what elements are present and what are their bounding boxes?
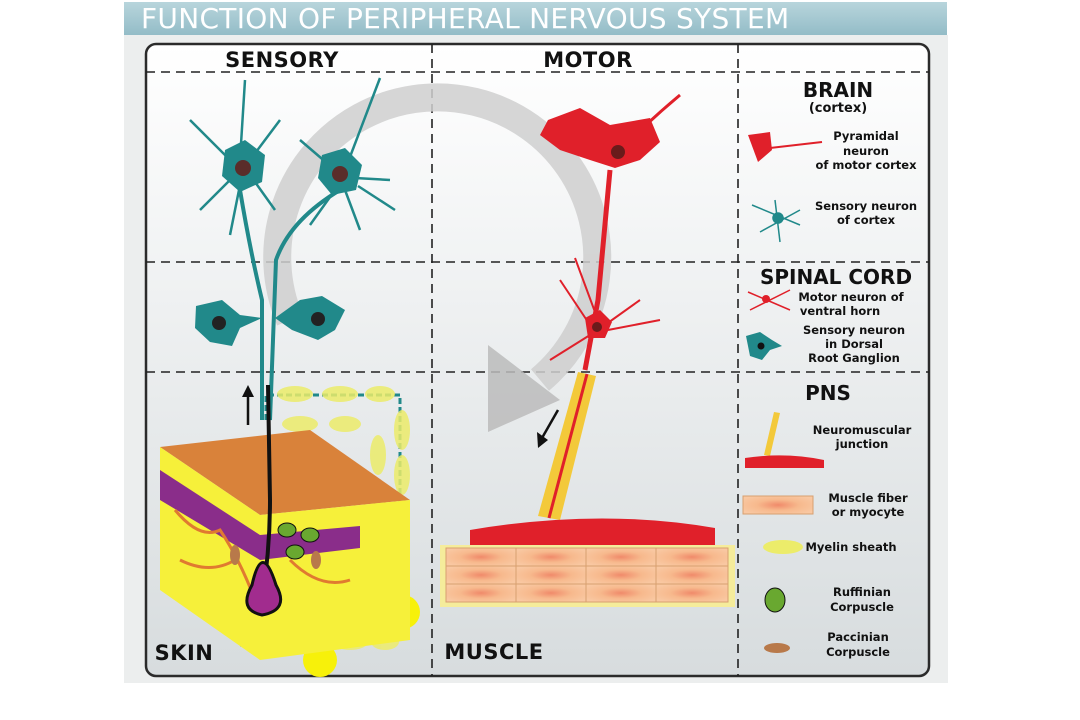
legend-drg-line3: Root Ganglion [808, 351, 900, 365]
legend-drg-line1: Sensory neuron [803, 323, 905, 337]
drg-sensory-neurons [195, 296, 345, 346]
skin-label: SKIN [155, 641, 214, 665]
motor-axon [538, 372, 596, 520]
legend-pyramidal-line1: Pyramidal [833, 129, 898, 143]
motor-down-arrow [537, 409, 560, 448]
pyramidal-neuron-nucleus [611, 145, 625, 159]
legend-cortex-sensory-line2: of cortex [837, 213, 896, 227]
paccinian-corpuscle-icon [764, 643, 790, 653]
legend-pyramidal-line2: neuron [843, 144, 889, 158]
legend-ventral-horn-line1: Motor neuron of [798, 290, 904, 304]
legend-cortex-sensory-line1: Sensory neuron [815, 199, 917, 213]
legend-nmj-line2: junction [835, 437, 889, 451]
cortex-sensory-neurons [189, 77, 396, 421]
ventral-horn-neuron-nucleus [592, 322, 602, 332]
legend-pns-heading: PNS [805, 381, 851, 405]
neuromuscular-junction-icon [745, 412, 824, 468]
sensory-up-arrow [242, 385, 254, 425]
legend-paccinian-line1: Paccinian [827, 630, 889, 644]
legend-brain-heading: BRAIN [803, 78, 873, 102]
legend-myelin-line1: Myelin sheath [805, 540, 896, 554]
dorsal-root-ganglion-neuron-icon [746, 332, 782, 360]
legend-ventral-horn-line2: ventral horn [800, 304, 880, 318]
cortex-sensory-neuron-icon [751, 199, 801, 243]
legend-spinal-heading: SPINAL CORD [760, 265, 912, 289]
pyramidal-neuron-body [540, 108, 660, 168]
motor-column-header: MOTOR [543, 48, 633, 72]
diagram-title: FUNCTION OF PERIPHERAL NERVOUS SYSTEM [141, 2, 790, 35]
legend-drg-line2: in Dorsal [825, 337, 883, 351]
muscle-label: MUSCLE [444, 640, 543, 664]
sensory-column-header: SENSORY [225, 48, 339, 72]
myelin-sheath-icon [763, 540, 803, 554]
skin-cross-section [160, 384, 410, 660]
muscle-block [440, 518, 735, 607]
muscle-fiber-icon [742, 495, 814, 515]
ruffinian-corpuscle-icon [764, 587, 786, 613]
legend-ruffinian-line2: Corpuscle [830, 600, 894, 614]
legend-ruffinian-line1: Ruffinian [833, 585, 891, 599]
pyramidal-neuron-icon [748, 132, 823, 162]
legend-muscle-fiber-line2: or myocyte [832, 505, 905, 519]
legend-nmj-line1: Neuromuscular [813, 423, 912, 437]
cortex-sensory-neuron-bodies [222, 140, 362, 195]
ventral-horn-motor-neuron-icon [747, 289, 791, 311]
legend-brain-subheading: (cortex) [809, 101, 867, 116]
title-banner [124, 2, 947, 35]
legend-paccinian-line2: Corpuscle [826, 645, 890, 659]
legend-pyramidal-line3: of motor cortex [816, 158, 918, 172]
legend-muscle-fiber-line1: Muscle fiber [828, 491, 908, 505]
reflex-arc-arrow [263, 83, 612, 432]
